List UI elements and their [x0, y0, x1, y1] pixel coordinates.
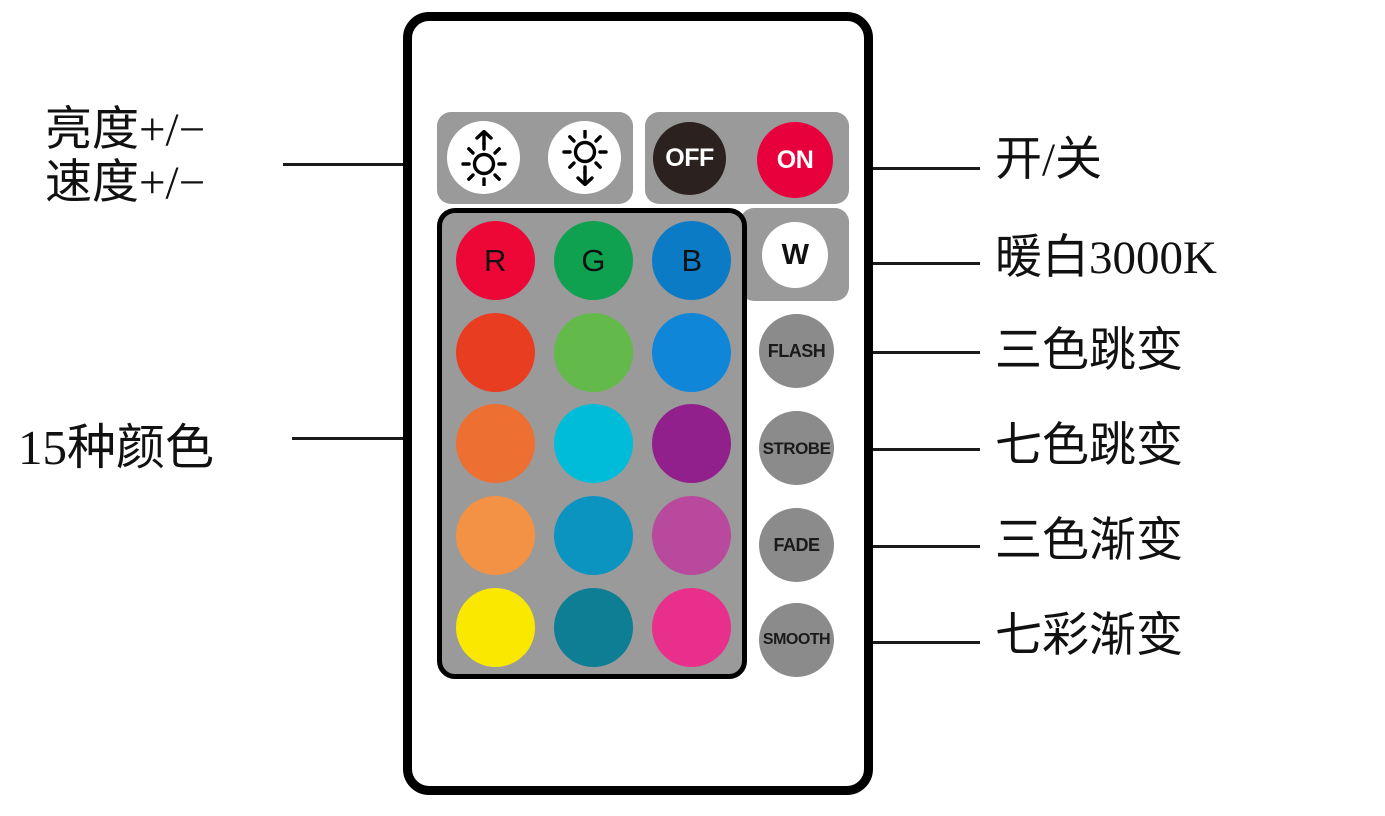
- color-swatch-13[interactable]: [553, 587, 633, 667]
- color-swatch-11[interactable]: [652, 496, 732, 576]
- flash-mode-button[interactable]: FLASH: [759, 314, 834, 388]
- connector-onoff: [820, 167, 980, 170]
- strobe-mode-button[interactable]: STROBE: [759, 411, 834, 485]
- three-color-jump-label: 三色跳变: [995, 325, 1183, 377]
- color-swatch-label: G: [581, 242, 606, 278]
- smooth-button-label: SMOOTH: [762, 631, 831, 648]
- connector-flash: [828, 351, 980, 354]
- color-swatch-label: R: [483, 242, 507, 278]
- color-swatch-5[interactable]: [652, 312, 732, 392]
- color-swatch-g[interactable]: G: [553, 221, 633, 301]
- smooth-mode-button[interactable]: SMOOTH: [759, 603, 834, 677]
- onoff-label: 开/关: [995, 134, 1103, 186]
- speed-label-line: 速度+/−: [45, 156, 206, 209]
- color-swatch-6[interactable]: [455, 404, 535, 484]
- brightness-up-button[interactable]: [447, 121, 520, 194]
- strobe-button-label: STROBE: [762, 438, 831, 458]
- color-swatch-3[interactable]: [455, 312, 535, 392]
- seven-color-fade-label: 七彩渐变: [995, 610, 1183, 662]
- connector-colors: [292, 437, 442, 440]
- brightness-label-line: 亮度+/−: [45, 104, 206, 156]
- white-button[interactable]: W: [762, 222, 828, 288]
- color-swatch-b[interactable]: B: [652, 221, 732, 301]
- warm-white-label: 暖白3000K: [995, 232, 1217, 284]
- on-button[interactable]: ON: [757, 122, 833, 198]
- color-swatch-9[interactable]: [455, 496, 535, 576]
- connector-fade: [828, 545, 980, 548]
- sun-down-icon: [561, 129, 608, 186]
- colors-count-label: 15种颜色: [18, 420, 215, 475]
- brightness-speed-label: 亮度+/− 速度+/−: [45, 104, 205, 209]
- off-button[interactable]: OFF: [653, 122, 726, 195]
- color-swatch-7[interactable]: [553, 404, 633, 484]
- connector-warm-white: [805, 262, 980, 265]
- connector-strobe: [828, 448, 980, 451]
- color-swatch-12[interactable]: [455, 587, 535, 667]
- three-color-fade-label: 三色渐变: [995, 515, 1183, 567]
- sun-up-icon: [460, 129, 507, 186]
- color-swatch-4[interactable]: [553, 312, 633, 392]
- color-swatch-8[interactable]: [652, 404, 732, 484]
- color-swatch-10[interactable]: [553, 496, 633, 576]
- color-swatch-14[interactable]: [652, 587, 732, 667]
- on-button-label: ON: [776, 145, 814, 174]
- connector-brightness: [283, 163, 441, 166]
- fade-button-label: FADE: [773, 535, 820, 555]
- off-button-label: OFF: [665, 144, 714, 172]
- flash-button-label: FLASH: [767, 341, 826, 361]
- fade-mode-button[interactable]: FADE: [759, 508, 834, 582]
- connector-smooth: [828, 641, 980, 644]
- brightness-down-button[interactable]: [548, 121, 621, 194]
- seven-color-jump-label: 七色跳变: [995, 420, 1183, 472]
- white-button-label: W: [781, 238, 809, 271]
- color-swatch-label: B: [681, 242, 703, 278]
- color-swatch-r[interactable]: R: [455, 221, 535, 301]
